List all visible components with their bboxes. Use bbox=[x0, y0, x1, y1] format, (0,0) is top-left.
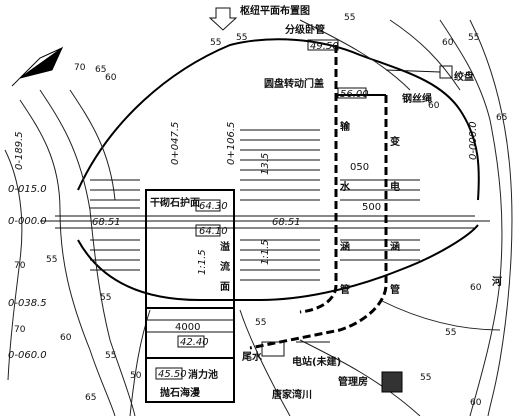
label-pipe-char-8: 管 bbox=[390, 283, 400, 296]
contour-c12: 55 bbox=[420, 373, 431, 383]
contour-c11: 55 bbox=[255, 318, 266, 328]
elevation-e2: 56.00 bbox=[340, 89, 369, 100]
labels: 分级卧管 圆盘转动门盖 钢丝绳 绞盘 输 水 涵 管 变 电 涵 管 050 5… bbox=[150, 23, 502, 401]
label-spillway-char-3: 面 bbox=[220, 281, 230, 293]
contour-c17: 60 bbox=[470, 398, 482, 408]
title-group: 枢纽平面布置图 bbox=[208, 4, 310, 31]
label-diversion-pipe: 分级卧管 bbox=[285, 23, 325, 36]
label-pipe-char-7: 涵 bbox=[390, 240, 400, 253]
contour-c8: 60 bbox=[60, 333, 72, 343]
label-pipe-char-2: 水 bbox=[339, 180, 351, 193]
dam-axis bbox=[40, 215, 490, 229]
elevation-e7: 42.40 bbox=[180, 337, 209, 348]
station-s6: 0-038.5 bbox=[8, 298, 47, 309]
spillway-structure bbox=[145, 189, 235, 403]
label-pipe-char-6: 电 bbox=[390, 180, 400, 193]
contour-c21: 55 bbox=[46, 255, 57, 265]
label-river: 唐家湾川 bbox=[272, 388, 312, 401]
contour-c3: 65 bbox=[95, 65, 106, 75]
contour-numbers: 55 60 65 70 55 60 55 60 55 50 55 55 60 5… bbox=[14, 13, 507, 408]
contour-c1: 55 bbox=[210, 38, 221, 48]
label-steel-rope: 钢丝绳 bbox=[402, 92, 432, 105]
north-arrow-icon bbox=[11, 46, 64, 87]
elevation-e4: 64.10 bbox=[199, 226, 228, 237]
label-pipe-dim: 050 bbox=[350, 162, 369, 173]
contour-c7: 55 bbox=[468, 33, 479, 43]
management-house-icon bbox=[381, 371, 403, 393]
contour-c20: 60 bbox=[428, 101, 440, 111]
reservoir-outline bbox=[77, 38, 480, 301]
contour-c16: 65 bbox=[85, 393, 96, 403]
station-s4: 0-015.0 bbox=[8, 184, 47, 195]
contour-c10: 50 bbox=[130, 371, 142, 381]
station-s7: 0-060.0 bbox=[8, 350, 47, 361]
contour-c19: 65 bbox=[496, 113, 507, 123]
label-pipe-char-5: 变 bbox=[390, 135, 400, 148]
station-s8: 0-000.0 bbox=[468, 121, 479, 160]
contour-c14: 55 bbox=[445, 328, 456, 338]
label-width-dim: 4000 bbox=[175, 322, 200, 333]
label-pipe-char-4: 管 bbox=[340, 283, 350, 296]
slope-hatching bbox=[90, 129, 420, 281]
title-arrow-icon bbox=[208, 7, 238, 31]
station-labels: 0+047.5 0+106.5 0-189.5 0-015.0 0-000.0 … bbox=[8, 121, 479, 361]
label-slope-2: 1:1.5 bbox=[260, 239, 271, 265]
winch-assembly bbox=[307, 39, 453, 99]
elevation-e5: 68.51 bbox=[92, 217, 121, 228]
station-s5: 0-000.0 bbox=[8, 216, 47, 227]
label-spillway-char-2: 流 bbox=[220, 260, 230, 273]
winch-icon bbox=[439, 65, 453, 79]
label-apron: 抛石海漫 bbox=[160, 386, 201, 399]
elevation-e1: 49.50 bbox=[310, 41, 339, 52]
contour-c6: 60 bbox=[442, 38, 454, 48]
contour-c15: 70 bbox=[14, 325, 26, 335]
drawing-title: 枢纽平面布置图 bbox=[240, 4, 310, 17]
contour-c23: 55 bbox=[344, 13, 355, 23]
contour-c9: 55 bbox=[100, 293, 111, 303]
label-pipe-char-1: 输 bbox=[340, 120, 351, 133]
label-pipe-dim-2: 500 bbox=[362, 202, 381, 213]
label-power-station: 电站(未建) bbox=[292, 355, 341, 368]
label-slope-3: 13.5 bbox=[260, 153, 271, 175]
elevation-labels: 49.50 56.00 64.30 64.10 68.51 68.51 42.4… bbox=[92, 41, 369, 380]
label-management: 管理房 bbox=[338, 375, 368, 388]
contour-c13: 60 bbox=[470, 283, 482, 293]
label-slope-1: 1:1.5 bbox=[197, 249, 208, 275]
label-spillway-char-1: 溢 bbox=[220, 240, 230, 253]
label-tailwater: 尾水 bbox=[242, 350, 263, 363]
outlet-pipes bbox=[249, 45, 388, 350]
label-river-right: 河 bbox=[492, 276, 502, 288]
contour-lines bbox=[4, 19, 513, 416]
station-s2: 0+106.5 bbox=[226, 122, 237, 165]
elevation-e6: 68.51 bbox=[272, 217, 301, 228]
contour-c4: 70 bbox=[74, 63, 86, 73]
contour-c5: 55 bbox=[236, 33, 247, 43]
contour-c22: 70 bbox=[14, 261, 26, 271]
label-pipe-char-3: 涵 bbox=[340, 240, 350, 253]
label-winch: 绞盘 bbox=[454, 70, 474, 83]
label-riprap: 干砌石护面 bbox=[150, 196, 200, 209]
elevation-e8: 45.50 bbox=[158, 369, 187, 380]
station-s3: 0-189.5 bbox=[14, 131, 25, 170]
elevation-e3: 64.30 bbox=[199, 201, 228, 212]
contour-c18: 55 bbox=[105, 351, 116, 361]
power-station bbox=[261, 341, 403, 393]
label-stilling-basin: 消力池 bbox=[188, 368, 218, 381]
station-s1: 0+047.5 bbox=[170, 122, 181, 165]
label-valve-house: 圆盘转动门盖 bbox=[264, 77, 324, 90]
contour-c2: 60 bbox=[105, 73, 117, 83]
